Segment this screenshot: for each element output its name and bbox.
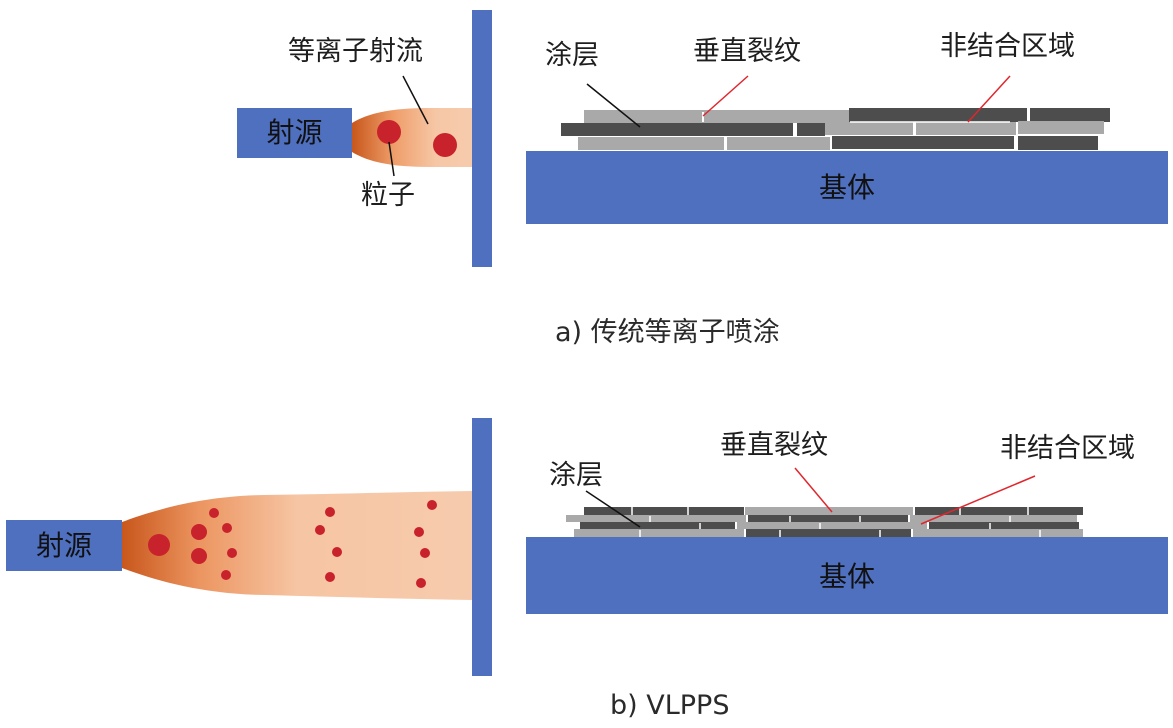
spray-source-a <box>237 108 352 158</box>
splat <box>916 122 1016 135</box>
splat <box>746 529 911 537</box>
panel-b <box>6 418 1168 676</box>
particle-b <box>221 570 231 580</box>
substrate-a <box>526 151 1168 224</box>
splat <box>1030 108 1110 122</box>
pointer-coating-b <box>585 490 641 528</box>
splat <box>849 108 1027 122</box>
particle-b <box>414 527 424 537</box>
pointer-particle-a <box>388 141 395 177</box>
splat <box>929 522 1079 529</box>
unbonded-label-a: 非结合区域 <box>940 31 1075 62</box>
particle-b <box>148 534 170 556</box>
particle-b <box>315 525 325 535</box>
crack-label-b: 垂直裂纹 <box>720 430 828 461</box>
pointer-jet-a <box>402 75 429 125</box>
particle-b <box>222 523 232 533</box>
splat <box>584 110 849 123</box>
source-label-b: 射源 <box>35 529 92 562</box>
coating-a <box>561 108 1110 151</box>
splat <box>1018 121 1104 134</box>
particle-b <box>427 500 437 510</box>
unbonded-label-b: 非结合区域 <box>1000 433 1135 464</box>
particle-b <box>209 508 219 518</box>
coating-label-a: 涂层 <box>545 40 599 71</box>
particle-label: 粒子 <box>361 180 415 211</box>
plasma-jet-label: 等离子射流 <box>288 36 423 67</box>
particle-b <box>325 507 335 517</box>
pointer-crack-a <box>702 75 749 117</box>
splat <box>913 529 1083 537</box>
splat <box>574 529 744 537</box>
panel-a <box>237 10 1168 267</box>
substrate-b <box>526 537 1168 614</box>
splat <box>797 123 825 136</box>
spray-source-b <box>6 520 122 571</box>
particle-b <box>332 547 342 557</box>
splat <box>584 507 744 515</box>
pointer-unbonded-a <box>967 75 1011 123</box>
splat <box>825 122 913 135</box>
particle-b <box>227 548 237 558</box>
splat <box>745 507 913 515</box>
particle-a-1 <box>377 120 401 144</box>
splat <box>727 137 830 150</box>
splat <box>561 123 793 136</box>
splat <box>748 515 908 522</box>
substrate-label-b: 基体 <box>818 560 875 593</box>
splat <box>915 507 1083 515</box>
splat <box>1018 136 1098 150</box>
splat <box>566 515 746 522</box>
coating-label-b: 涂层 <box>549 460 603 491</box>
splat <box>832 136 1014 149</box>
coating-b <box>566 507 1083 537</box>
crack-label-a: 垂直裂纹 <box>693 36 801 67</box>
splat <box>737 522 927 529</box>
particle-a-2 <box>433 133 457 157</box>
substrate-label-a: 基体 <box>818 171 875 204</box>
particle-b <box>191 548 207 564</box>
splat <box>578 137 724 150</box>
plasma-plume-b <box>122 491 472 600</box>
pointer-coating-a <box>586 83 641 128</box>
pointer-crack-b <box>794 467 833 513</box>
splat <box>910 515 1077 522</box>
caption-a: a) 传统等离子喷涂 <box>555 317 780 348</box>
splat <box>580 522 735 529</box>
mask-plate-a <box>472 10 492 267</box>
caption-b: b) VLPPS <box>610 690 730 721</box>
source-label-a: 射源 <box>266 116 323 149</box>
particle-b <box>420 548 430 558</box>
pointer-unbonded-b <box>920 475 1036 525</box>
particle-b <box>325 572 335 582</box>
particle-b <box>191 524 207 540</box>
particle-b <box>416 578 426 588</box>
mask-plate-b <box>472 418 492 676</box>
